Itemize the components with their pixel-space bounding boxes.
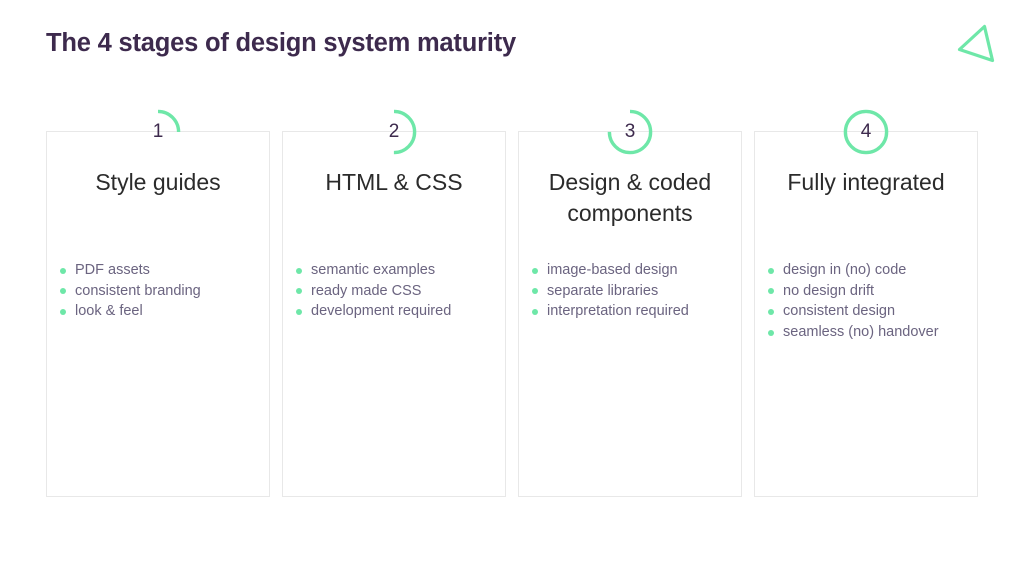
bullet-label: ready made CSS [311,282,422,299]
bullet-dot-icon [768,267,774,274]
stage-badge-1: 1 [134,108,182,156]
bullet-dot-icon [532,267,538,274]
stage-heading-2: HTML & CSS [325,169,463,195]
stage-card-2[interactable]: 2 HTML & CSS semantic examples ready mad… [282,109,506,497]
stage-badge-4: 4 [842,108,890,156]
stage-heading-4: Fully integrated [787,169,945,195]
list-item: image-based design [532,260,727,281]
stages-row: 1 Style guides PDF assets consistent bra… [46,109,978,497]
stage-number-1: 1 [152,121,164,142]
progress-ring-1 [135,109,181,155]
bullet-label: separate libraries [547,282,659,299]
bullet-label: seamless (no) handover [783,324,939,341]
progress-ring-4 [843,109,889,155]
list-item: development required [296,301,491,322]
bullet-dot-icon [532,288,538,295]
bullet-dot-icon [768,329,774,336]
bullet-label: image-based design [547,262,678,278]
bullet-dot-icon [768,288,774,295]
bullet-label: semantic examples [311,262,436,278]
bullet-dot-icon [532,308,538,315]
stage-number-2: 2 [388,121,400,142]
progress-ring-2 [371,109,417,155]
list-item: look & feel [60,301,255,322]
stage-heading-1: Style guides [95,169,221,195]
bullet-label: consistent branding [75,282,201,299]
bullet-dot-icon [296,308,302,315]
bullet-label: consistent design [783,303,896,320]
bullet-label: design in (no) code [783,262,907,278]
stage-card-1[interactable]: 1 Style guides PDF assets consistent bra… [46,109,270,497]
stage-bullets-2: semantic examples ready made CSS develop… [283,260,505,322]
bullet-dot-icon [60,267,66,274]
bullet-dot-icon [60,288,66,295]
stage-heading-3: Design & coded components [548,169,712,226]
page-title: The 4 stages of design system maturity [46,29,516,57]
stage-bullets-3: image-based design separate libraries in… [519,260,741,322]
stage-badge-3: 3 [606,108,654,156]
stage-number-4: 4 [860,121,872,142]
list-item: consistent branding [60,281,255,302]
progress-ring-3 [607,109,653,155]
bullet-label: development required [311,303,452,320]
list-item: interpretation required [532,301,727,322]
list-item: PDF assets [60,260,255,281]
bullet-dot-icon [296,267,302,274]
bullet-dot-icon [768,308,774,315]
stage-number-3: 3 [624,121,636,142]
list-item: no design drift [768,281,963,302]
list-item: semantic examples [296,260,491,281]
list-item: design in (no) code [768,260,963,281]
list-item: seamless (no) handover [768,322,963,343]
bullet-dot-icon [296,288,302,295]
bullet-label: look & feel [75,303,143,320]
stage-badge-2: 2 [370,108,418,156]
stage-card-3[interactable]: 3 Design & coded components image-based … [518,109,742,497]
list-item: consistent design [768,301,963,322]
brand-kite-logo-icon [951,22,999,70]
list-item: separate libraries [532,281,727,302]
list-item: ready made CSS [296,281,491,302]
bullet-label: PDF assets [75,262,150,278]
bullet-label: interpretation required [547,303,689,320]
stage-card-4[interactable]: 4 Fully integrated design in (no) code n… [754,109,978,497]
stage-bullets-1: PDF assets consistent branding look & fe… [47,260,269,322]
stage-bullets-4: design in (no) code no design drift cons… [755,260,977,343]
bullet-label: no design drift [783,282,875,299]
bullet-dot-icon [60,308,66,315]
